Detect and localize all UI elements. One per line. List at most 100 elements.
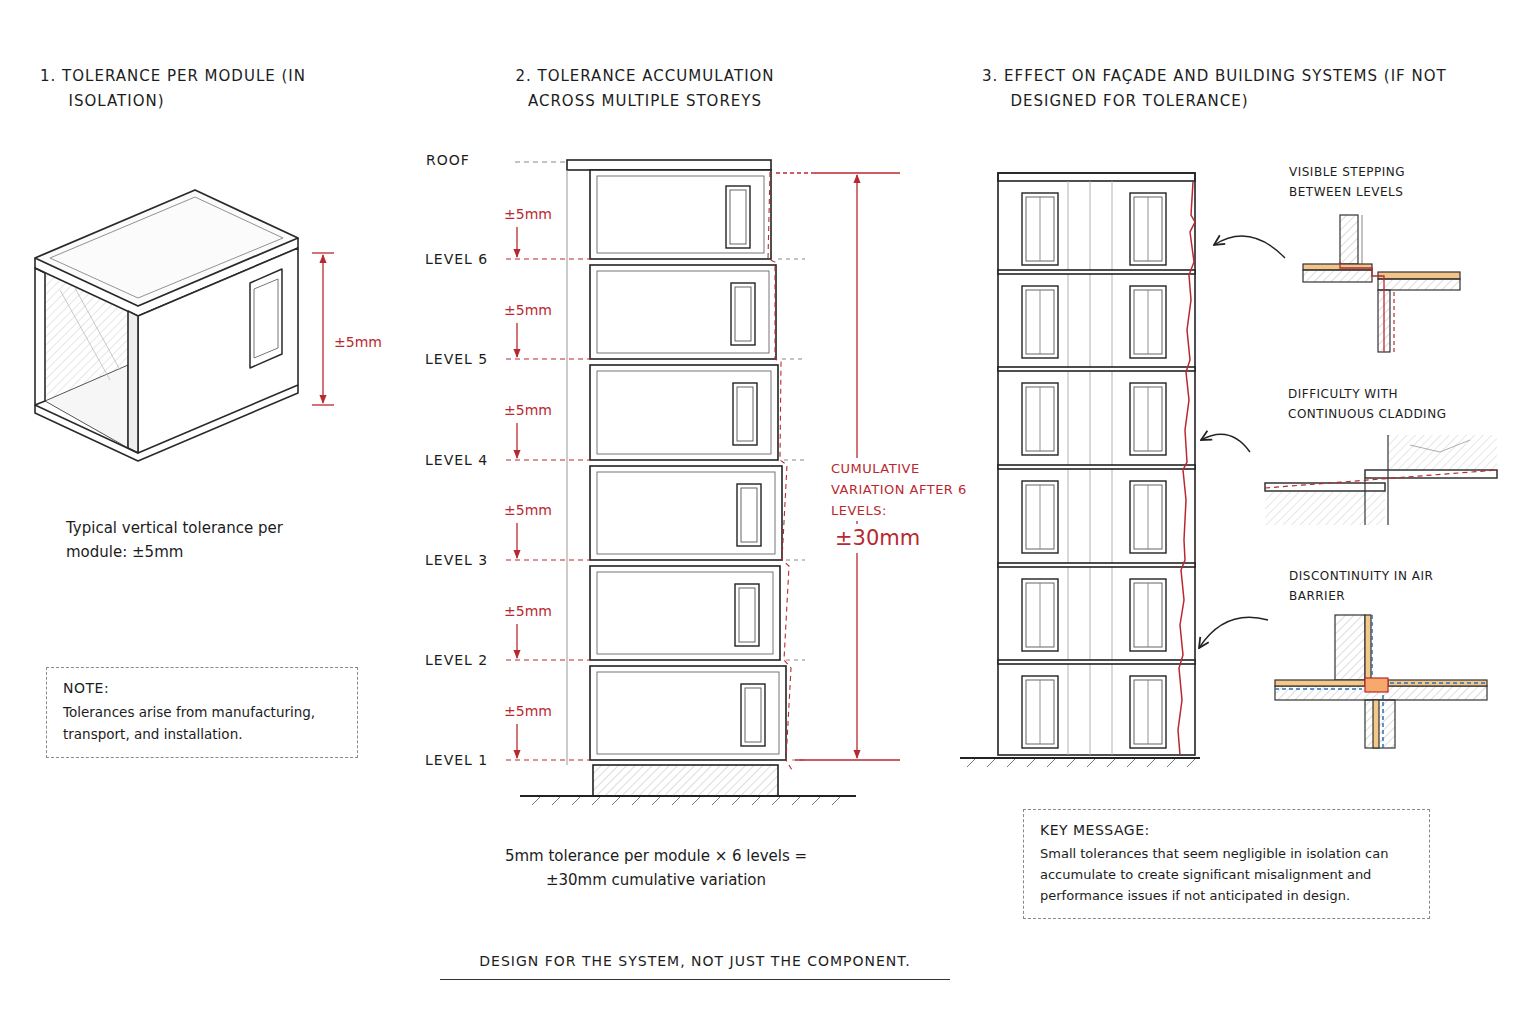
box-body: Small tolerances that seem negligible in… [1040, 844, 1413, 906]
stacked-building-part [590, 466, 782, 560]
air-barrier-detail-part [1365, 678, 1388, 692]
module-sketch-part [128, 311, 138, 453]
stacked-building-part [597, 572, 773, 654]
module-sketch-part [60, 290, 110, 380]
stacked-building-part [590, 265, 776, 359]
tolerance-arrows-part [516, 423, 517, 458]
dimension-line-part [312, 404, 334, 405]
module-sketch-part [138, 248, 298, 453]
cumulative-dimension-part [776, 172, 812, 173]
stepping-detail-part [1378, 272, 1460, 279]
tolerance-arrows-part [516, 323, 517, 357]
facade-elevation-part [998, 563, 1195, 567]
stacked-building-part [597, 176, 764, 253]
key-message-box: KEY MESSAGE:Small tolerances that seem n… [1023, 809, 1430, 919]
facade-elevation-part [1130, 383, 1166, 455]
tolerance-arrows-part [516, 624, 517, 658]
stacked-building-part [733, 383, 757, 445]
box-heading: NOTE: [63, 680, 341, 696]
cladding-detail-part [1365, 470, 1497, 478]
stepping-detail-part [1303, 270, 1372, 282]
cladding-detail-part [1265, 470, 1497, 488]
stacked-building-part [737, 484, 761, 546]
stacked-building-part [590, 170, 771, 259]
stacked-building-part [567, 160, 771, 170]
stacked-building-part [741, 684, 765, 746]
tolerance-arrows-part [516, 724, 517, 758]
tolerance-label: ±5mm [504, 401, 552, 421]
facade-elevation-part [998, 270, 1195, 274]
cumulative-dimension-part [812, 172, 900, 173]
tolerance-label: ±5mm [504, 301, 552, 321]
stacked-building-part [532, 797, 840, 805]
air-barrier-detail [1275, 615, 1487, 748]
cumulative-value: ±30mm [833, 524, 922, 553]
panel-heading: 3. EFFECT ON FAÇADE AND BUILDING SYSTEMS… [982, 64, 1462, 114]
cladding-detail-part [1364, 478, 1365, 525]
air-barrier-detail-part [1275, 680, 1365, 686]
facade-elevation-part [1130, 481, 1166, 553]
calculation-text: 5mm tolerance per module × 6 levels = ±3… [500, 844, 812, 892]
panel-heading: 1. TOLERANCE PER MODULE (IN ISOLATION) [40, 64, 340, 114]
tolerance-label: ±5mm [504, 602, 552, 622]
air-barrier-detail-part [1388, 680, 1487, 686]
dimension-label: ±5mm [334, 333, 382, 353]
level-lines-part [515, 161, 565, 162]
air-barrier-detail-part [1335, 615, 1365, 680]
dimension-line-part [312, 252, 334, 253]
stepping-detail-part [1340, 262, 1384, 352]
facade-elevation-part [1022, 676, 1058, 748]
stepping-detail-part [1393, 292, 1394, 352]
facade-elevation-part [1130, 676, 1166, 748]
dimension-line-part [322, 255, 323, 403]
module-sketch-part [45, 365, 128, 448]
cumulative-dimension-part [795, 759, 900, 760]
cladding-detail-part [1388, 435, 1497, 470]
stacked-building-part [597, 371, 771, 454]
module-sketch [35, 190, 298, 461]
level-label: ROOF [426, 151, 470, 171]
stepping-detail-part [1340, 215, 1358, 264]
stacked-building-part [726, 186, 750, 248]
description-text: Typical vertical tolerance per module: ±… [66, 516, 306, 564]
level-lines [506, 162, 805, 770]
stacked-building-part [593, 765, 778, 796]
stacked-building [520, 160, 856, 805]
note-box: NOTE: Tolerances arise from manufacturing… [46, 667, 358, 758]
tolerance-label: ±5mm [504, 205, 552, 225]
facade-elevation-part [1130, 286, 1166, 358]
tolerance-arrows-part [516, 523, 517, 558]
stacked-building-part [590, 666, 786, 760]
caption: DESIGN FOR THE SYSTEM, NOT JUST THE COMP… [440, 952, 950, 980]
air-barrier-detail-part [1365, 700, 1395, 748]
facade-elevation-part [998, 367, 1195, 371]
facade-elevation-part [998, 465, 1195, 469]
facade-elevation-part [1130, 579, 1166, 651]
facade-elevation [960, 173, 1200, 767]
level-label: LEVEL 3 [425, 551, 488, 571]
stacked-building-part [597, 472, 775, 554]
facade-elevation-part [960, 757, 1200, 759]
stacked-building-part [597, 672, 779, 754]
stacked-building-part [590, 566, 780, 660]
box-body: Tolerances arise from manufacturing, tra… [63, 702, 341, 745]
level-label: LEVEL 2 [425, 651, 488, 671]
dimension-line [312, 253, 334, 405]
stacked-building-part [597, 271, 769, 353]
facade-elevation-part [1022, 193, 1058, 265]
level-label: LEVEL 5 [425, 350, 488, 370]
facade-elevation-part [1022, 481, 1058, 553]
facade-elevation-part [1022, 383, 1058, 455]
tolerance-label: ±5mm [504, 702, 552, 722]
callout-label: DIFFICULTY WITH CONTINUOUS CLADDING [1288, 384, 1468, 424]
facade-elevation-part [998, 173, 1195, 181]
stacked-building-part [567, 170, 568, 765]
stepping-detail-part [1362, 215, 1363, 264]
tolerance-arrows-part [516, 227, 517, 257]
stacked-building-part [731, 283, 755, 345]
callout-arrows-part [1201, 434, 1250, 452]
facade-elevation-part [1022, 286, 1058, 358]
facade-elevation-part [1130, 193, 1166, 265]
level-label: LEVEL 1 [425, 751, 488, 771]
